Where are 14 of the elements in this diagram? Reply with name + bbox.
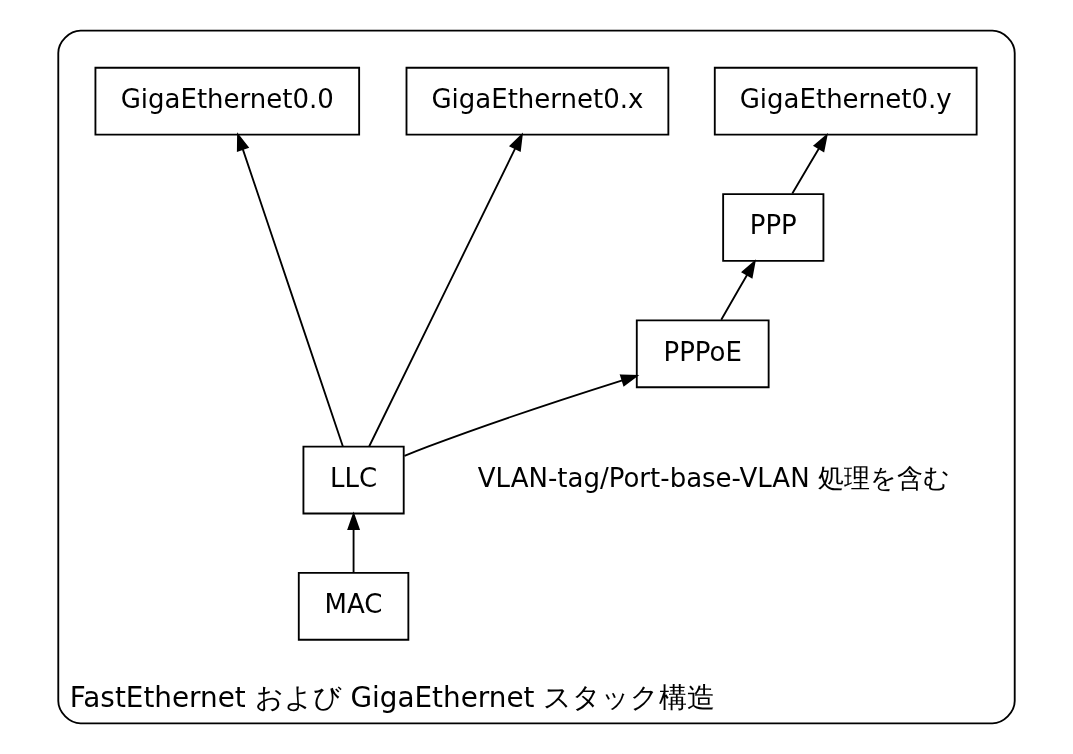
node-box: PPP bbox=[722, 193, 825, 262]
node-box: PPPoE bbox=[635, 319, 770, 389]
node-box: GigaEthernet0.x bbox=[405, 66, 670, 136]
arrow bbox=[791, 133, 828, 195]
arrow bbox=[368, 132, 524, 448]
arrow bbox=[403, 374, 640, 457]
node-label: VLAN-tag/Port-base-VLAN 処理を含む bbox=[477, 462, 950, 493]
node-box: GigaEthernet0.0 bbox=[94, 66, 361, 136]
node-box: GigaEthernet0.y bbox=[713, 66, 978, 136]
arrow bbox=[720, 259, 757, 321]
arrow bbox=[347, 511, 361, 574]
arrow bbox=[236, 132, 344, 448]
node-box: LLC bbox=[302, 445, 405, 515]
node-box: MAC bbox=[297, 572, 410, 641]
